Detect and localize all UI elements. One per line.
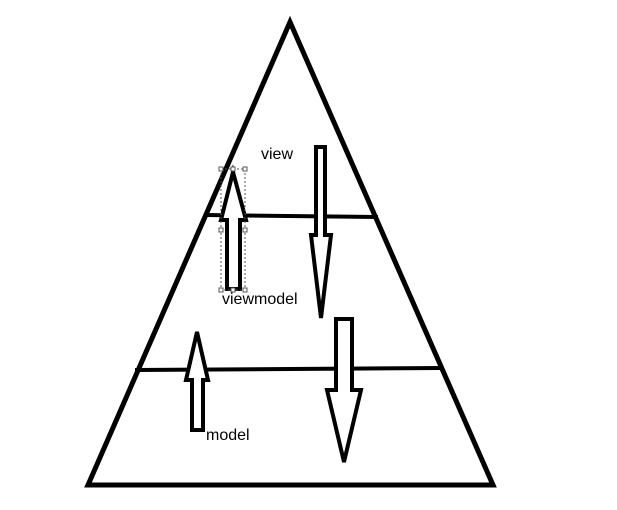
up-arrow-viewmodel-to-view[interactable] bbox=[218, 164, 249, 293]
label-viewmodel: viewmodel bbox=[222, 291, 298, 308]
selection-handle[interactable] bbox=[242, 166, 248, 172]
selection-handle[interactable] bbox=[218, 227, 224, 233]
up-arrow-upper-shape bbox=[218, 164, 249, 291]
selection-handle[interactable] bbox=[218, 287, 224, 293]
pyramid-outline bbox=[84, 15, 497, 488]
selection-handle[interactable] bbox=[242, 287, 248, 293]
down-arrow-viewmodel-to-model bbox=[324, 317, 364, 463]
label-model: model bbox=[206, 427, 250, 444]
selection-handle[interactable] bbox=[218, 166, 224, 172]
selection-handle[interactable] bbox=[230, 166, 236, 172]
down-arrow-view-to-viewmodel bbox=[308, 145, 334, 319]
selection-handle[interactable] bbox=[242, 227, 248, 233]
selection-handle[interactable] bbox=[230, 287, 236, 293]
divider-lower bbox=[134, 366, 443, 372]
label-view: view bbox=[261, 146, 293, 163]
up-arrow-model-to-viewmodel bbox=[183, 331, 211, 432]
